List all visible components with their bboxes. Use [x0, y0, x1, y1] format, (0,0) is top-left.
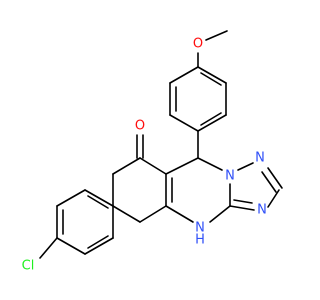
- bond: [169, 66, 199, 84]
- pyrimidine-ring: [165, 157, 231, 223]
- bond-inner: [87, 195, 109, 209]
- bond: [84, 189, 114, 207]
- bond-double: [261, 171, 277, 193]
- bond: [197, 66, 227, 84]
- chlorophenyl-ring: [56, 189, 114, 255]
- bond: [56, 237, 86, 255]
- bond: [237, 162, 254, 171]
- bond: [139, 157, 167, 175]
- bond: [56, 189, 86, 207]
- triazole-ring: [229, 162, 283, 211]
- bond-double: [267, 167, 283, 189]
- bond: [197, 114, 227, 132]
- structure-canvas: O O N N N N H Cl: [22, 30, 283, 274]
- chlorine-label: Cl: [22, 259, 35, 274]
- oxygen-ketone-label: O: [135, 119, 145, 134]
- bond: [39, 237, 58, 259]
- molecule-structure: O O N N N N H Cl: [22, 30, 283, 274]
- bond: [112, 157, 141, 175]
- nitrogen-n3-label: N: [257, 203, 267, 218]
- oxygen-ether-label: O: [193, 37, 203, 52]
- bond: [209, 205, 231, 223]
- cyclohexenone-ring: [112, 157, 167, 223]
- bond: [169, 114, 199, 132]
- bond-inner: [87, 235, 109, 249]
- nitrogen-nh-label: N: [195, 221, 205, 236]
- nitrogen-n1-label: N: [225, 169, 235, 184]
- bond: [112, 205, 141, 223]
- bond: [84, 237, 114, 255]
- bond: [165, 157, 199, 175]
- bond: [139, 205, 167, 223]
- bond-inner: [200, 72, 222, 86]
- bond: [165, 205, 194, 223]
- bond: [229, 205, 255, 211]
- bond: [267, 189, 280, 208]
- bond-inner: [233, 199, 253, 204]
- hydrogen-nh-label: H: [195, 233, 205, 248]
- bond: [205, 30, 228, 41]
- nitrogen-n2-label: N: [255, 151, 265, 166]
- bond-inner: [200, 112, 222, 126]
- bond: [197, 157, 223, 171]
- methoxyphenyl-ring: [169, 66, 227, 132]
